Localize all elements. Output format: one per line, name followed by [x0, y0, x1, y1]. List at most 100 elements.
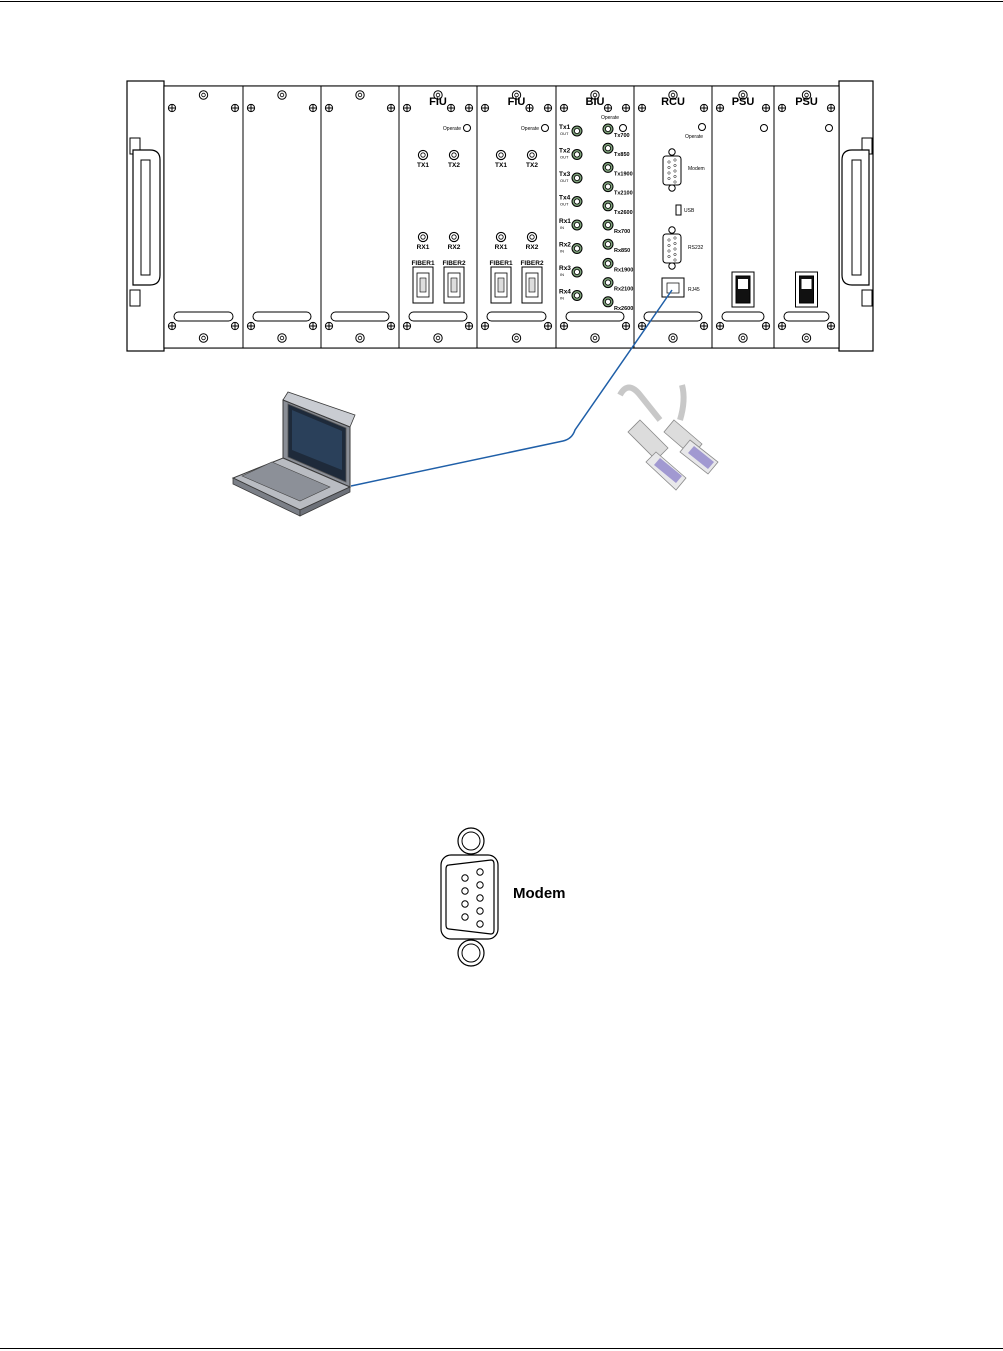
- footer-rule: [0, 1348, 1003, 1349]
- status-led-icon: [542, 125, 549, 132]
- rf-port-icon: [603, 124, 613, 134]
- biu-band-label: Rx1900: [614, 267, 633, 273]
- rf-port-icon: [603, 143, 613, 153]
- rx-label: RX1: [495, 244, 508, 251]
- slot-blank-2: [243, 86, 321, 348]
- rj45-port-icon: [662, 278, 684, 297]
- rf-port-icon: [603, 278, 613, 288]
- status-led-icon: [464, 125, 471, 132]
- biu-port-label: Rx3: [559, 265, 571, 272]
- biu-port-label: Tx1: [559, 124, 571, 131]
- left-rack-ear: [127, 81, 164, 351]
- tx-port-icon: [496, 150, 505, 159]
- slot-handle: [487, 312, 546, 321]
- biu-port-label: Tx4: [559, 195, 571, 202]
- fiber-connector-icon: [491, 267, 511, 303]
- slot-handle: [331, 312, 389, 321]
- biu-band-label: Tx2600: [614, 210, 633, 216]
- cross-screw-icon: [465, 104, 472, 111]
- status-label: Operate: [443, 126, 461, 132]
- slot-blank-3: [321, 86, 399, 348]
- slot-fiu-1: FIUOperateTX1RX1FIBER1TX2RX2FIBER2: [399, 86, 477, 348]
- cross-screw-icon: [716, 322, 723, 329]
- screw-icon: [278, 334, 286, 342]
- rx-port-icon: [496, 232, 505, 241]
- rf-port-icon: [603, 297, 613, 307]
- cross-screw-icon: [387, 104, 394, 111]
- rf-port-icon: [572, 267, 582, 277]
- rf-port-icon: [572, 126, 582, 136]
- status-led-icon: [620, 125, 627, 132]
- cross-screw-icon: [560, 322, 567, 329]
- power-switch-icon: [732, 272, 754, 307]
- status-led-icon: [699, 124, 706, 131]
- screw-icon: [199, 334, 207, 342]
- biu-port-sub: OUT: [560, 202, 569, 207]
- biu-port-sub: OUT: [560, 155, 569, 160]
- cross-screw-icon: [403, 104, 410, 111]
- cross-screw-icon: [526, 104, 533, 111]
- cross-screw-icon: [168, 104, 175, 111]
- fiber-label: FIBER1: [489, 260, 513, 267]
- tx-port-icon: [449, 150, 458, 159]
- fiber-label: FIBER2: [442, 260, 466, 267]
- cross-screw-icon: [778, 322, 785, 329]
- cross-screw-icon: [465, 322, 472, 329]
- rf-port-icon: [572, 197, 582, 207]
- slot-handle: [253, 312, 311, 321]
- slot-panel: [164, 86, 243, 348]
- cross-screw-icon: [622, 322, 629, 329]
- fiber-connector-icon: [522, 267, 542, 303]
- biu-port-label: Tx3: [559, 171, 571, 178]
- screw-icon: [669, 334, 677, 342]
- cross-screw-icon: [168, 322, 175, 329]
- tx-label: TX1: [495, 162, 507, 169]
- tx-port-icon: [418, 150, 427, 159]
- cross-screw-icon: [700, 104, 707, 111]
- fiber-label: FIBER1: [411, 260, 435, 267]
- cross-screw-icon: [325, 322, 332, 329]
- rf-port-icon: [603, 239, 613, 249]
- cross-screw-icon: [700, 322, 707, 329]
- slot-biu: BIUOperateTx1OUTTx2OUTTx3OUTTx4OUTRx1INR…: [556, 86, 634, 348]
- status-label: Operate: [601, 115, 619, 121]
- rs232-label: RS232: [688, 245, 704, 251]
- rx-label: RX1: [417, 244, 430, 251]
- slot-blank-1: [164, 86, 243, 348]
- tx-port-icon: [527, 150, 536, 159]
- cross-screw-icon: [827, 322, 834, 329]
- cross-screw-icon: [827, 104, 834, 111]
- biu-port-sub: IN: [560, 296, 564, 301]
- rf-port-icon: [603, 182, 613, 192]
- usb-label: USB: [684, 208, 695, 214]
- rf-port-icon: [572, 150, 582, 160]
- rx-port-icon: [418, 232, 427, 241]
- biu-port-label: Rx4: [559, 289, 571, 296]
- cross-screw-icon: [622, 104, 629, 111]
- slot-handle: [644, 312, 702, 321]
- slot-psu-1: PSU: [712, 86, 774, 348]
- biu-port-sub: IN: [560, 249, 564, 254]
- cross-screw-icon: [716, 104, 723, 111]
- cross-screw-icon: [447, 104, 454, 111]
- rf-port-icon: [603, 258, 613, 268]
- slot-title: PSU: [795, 96, 818, 108]
- cross-screw-icon: [325, 104, 332, 111]
- biu-port-sub: OUT: [560, 131, 569, 136]
- biu-band-label: Rx2100: [614, 287, 633, 293]
- cross-screw-icon: [481, 104, 488, 111]
- rx-port-icon: [527, 232, 536, 241]
- biu-port-label: Rx1: [559, 218, 571, 225]
- cross-screw-icon: [544, 322, 551, 329]
- screw-icon: [591, 334, 599, 342]
- status-led-icon: [826, 125, 833, 132]
- biu-band-label: Rx700: [614, 229, 630, 235]
- cross-screw-icon: [481, 322, 488, 329]
- slot-handle: [784, 312, 829, 321]
- tx-label: TX2: [526, 162, 538, 169]
- screw-icon: [356, 91, 364, 99]
- status-label: Operate: [685, 134, 703, 140]
- screw-icon: [802, 334, 810, 342]
